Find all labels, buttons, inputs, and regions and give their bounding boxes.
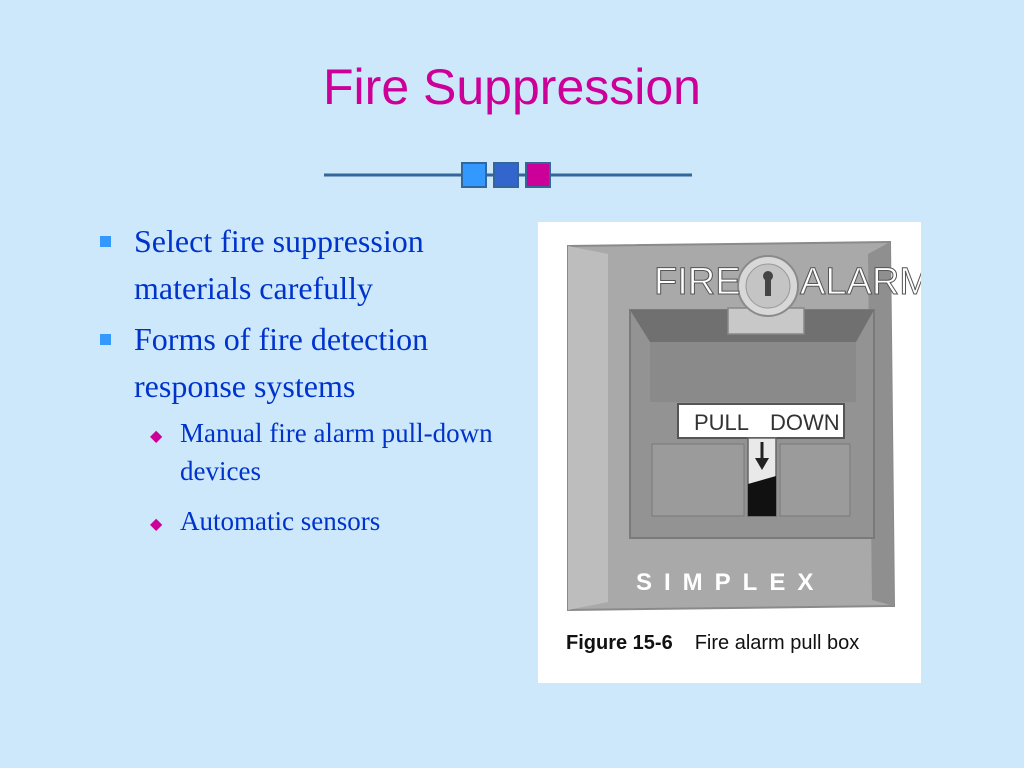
divider-square-blue <box>493 162 519 188</box>
sub-bullet-item: ◆ Manual fire alarm pull-down devices <box>134 414 496 490</box>
figure-caption: Figure 15-6 Fire alarm pull box <box>566 632 859 655</box>
sub-bullet-list: ◆ Manual fire alarm pull-down devices ◆ … <box>134 414 496 540</box>
bullet-item: Select fire suppression materials carefu… <box>96 218 496 312</box>
figure-number: Figure 15-6 <box>566 632 673 654</box>
title-divider <box>324 162 692 188</box>
device-label-brand: SIMPLEX <box>636 569 825 596</box>
bullet-text: Select fire suppression materials carefu… <box>134 223 424 306</box>
sub-bullet-text: Automatic sensors <box>180 506 381 536</box>
figure-caption-text: Fire alarm pull box <box>694 632 860 654</box>
divider-square-magenta <box>525 162 551 188</box>
diamond-bullet-icon: ◆ <box>150 516 163 533</box>
fire-alarm-pull-box-image: FIRE ALARM PULL DOWN SIMPLEX <box>567 240 931 612</box>
divider-square-light <box>461 162 487 188</box>
device-label-fire: FIRE <box>654 261 741 303</box>
handle-label-down: DOWN <box>770 410 840 435</box>
slide-title: Fire Suppression <box>323 59 701 115</box>
figure-panel: FIRE ALARM PULL DOWN SIMPLEX Figure 15-6… <box>538 222 931 683</box>
square-bullet-icon <box>100 334 111 345</box>
square-bullet-icon <box>100 236 111 247</box>
diamond-bullet-icon: ◆ <box>150 428 163 445</box>
bullet-list: Select fire suppression materials carefu… <box>96 218 496 552</box>
bullet-text: Forms of fire detection response systems <box>134 321 429 404</box>
bullet-item: Forms of fire detection response systems… <box>96 316 496 540</box>
device-label-alarm: ALARM <box>800 261 921 303</box>
sub-bullet-item: ◆ Automatic sensors <box>134 502 496 540</box>
sub-bullet-text: Manual fire alarm pull-down devices <box>180 418 493 486</box>
handle-label-pull: PULL <box>694 410 749 435</box>
